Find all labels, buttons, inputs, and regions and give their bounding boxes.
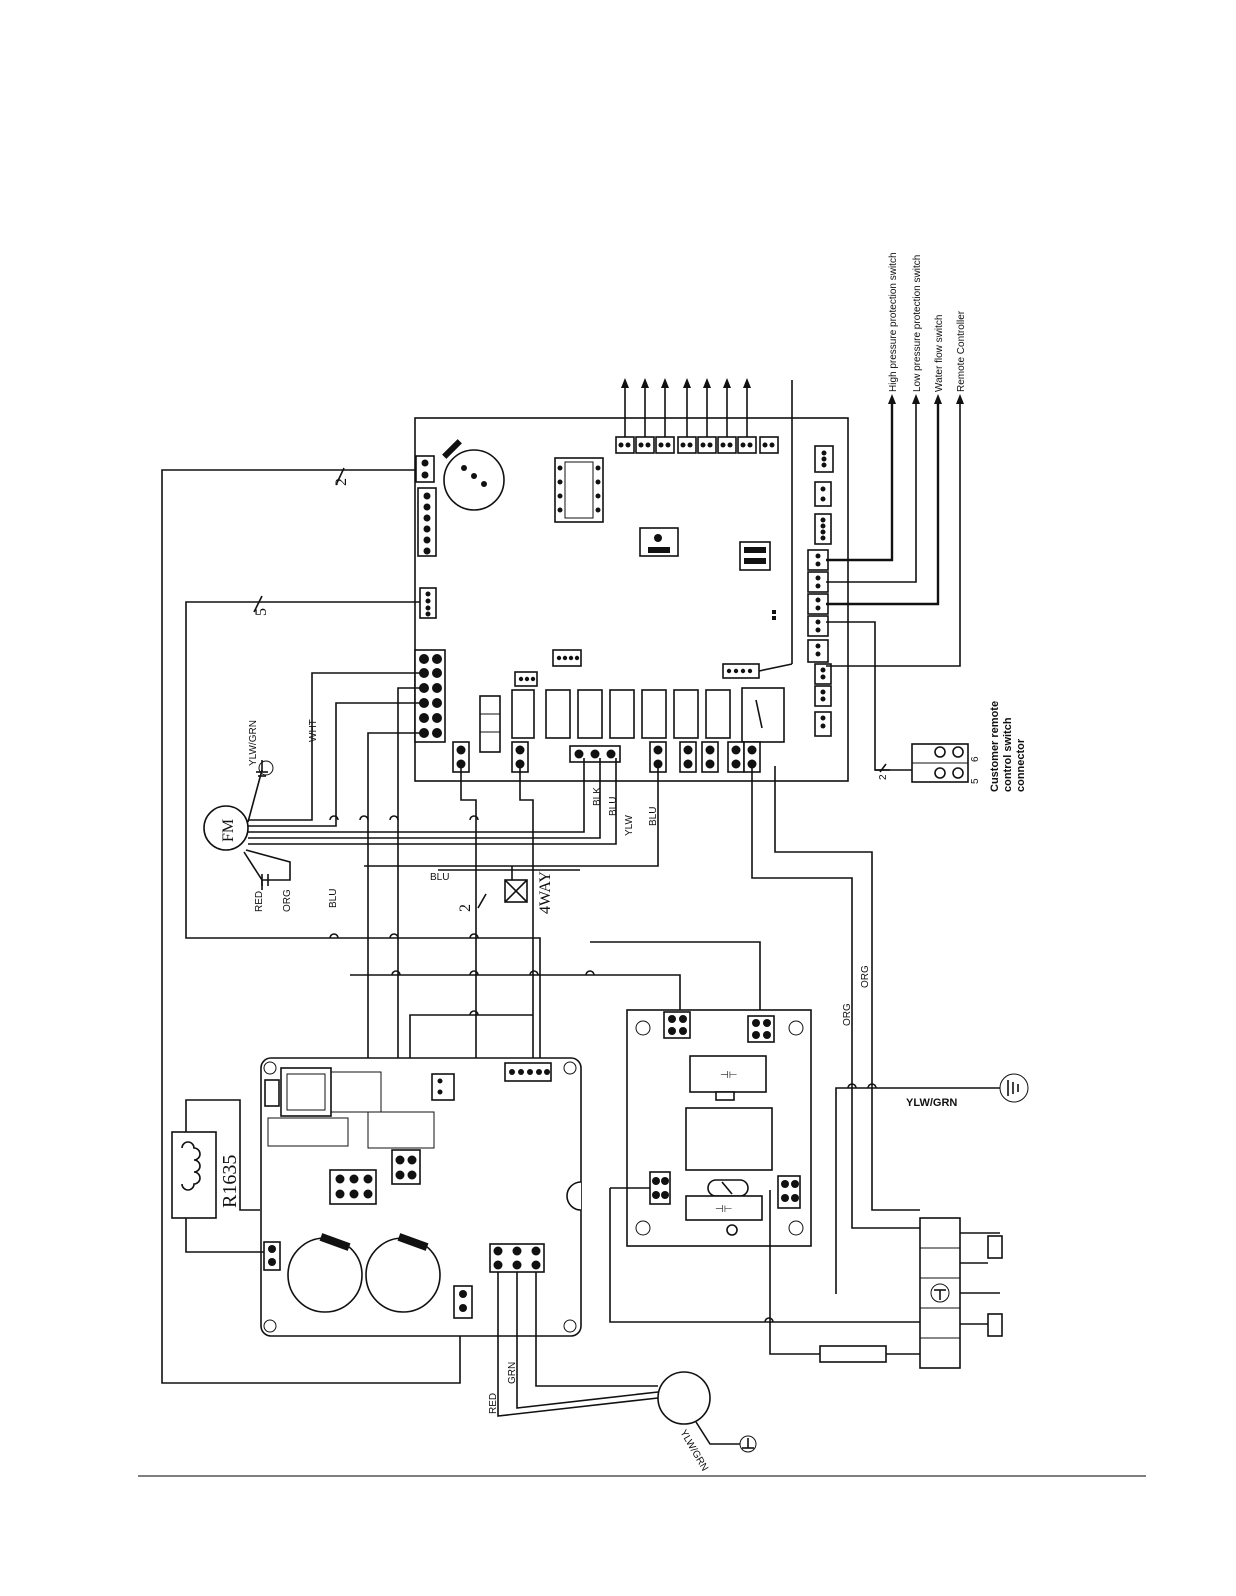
wire-count-top: 2 <box>333 478 350 486</box>
resistor-label: R1635 <box>219 1155 241 1208</box>
main-control-board <box>415 418 848 781</box>
resistor-r1635: R1635 <box>172 1100 264 1252</box>
ylw-label: YLW <box>624 815 635 836</box>
protection-labels: High pressure protection switch Low pres… <box>888 252 967 392</box>
low-pressure-label: Low pressure protection switch <box>912 255 923 392</box>
fan-motor-label: FM <box>220 819 237 842</box>
power-board: ⊣⊢ ⊣⊢ <box>627 1010 811 1246</box>
blu-label-1: BLU <box>608 797 619 816</box>
fm-blu-label: BLU <box>328 889 339 908</box>
fm-red-label: RED <box>254 891 265 912</box>
wire-count-five: 5 <box>253 608 270 616</box>
comp-red-label: RED <box>488 1393 499 1414</box>
remote-controller-label: Remote Controller <box>956 310 967 392</box>
customer-remote-label-3: connector <box>1015 738 1027 792</box>
blu-label-3: BLU <box>430 872 449 883</box>
fm-org-label: ORG <box>282 889 293 912</box>
wire-count-4way: 2 <box>457 904 474 912</box>
customer-remote-label-2: control switch <box>1002 717 1014 792</box>
customer-remote-connector: 2 5 6 Customer remote control switch con… <box>875 701 1027 792</box>
terminal-block <box>920 1218 1002 1368</box>
wht-label: WHT <box>308 719 319 742</box>
org-label-1: ORG <box>860 965 871 988</box>
org-label-2: ORG <box>842 1003 853 1026</box>
term-6-label: 6 <box>970 756 981 762</box>
fm-ylw-grn-label: YLW/GRN <box>248 720 259 766</box>
four-way-label: 4WAY <box>537 871 554 914</box>
svg-text:⊣⊢: ⊣⊢ <box>720 1070 737 1081</box>
inverter-board <box>261 1058 581 1336</box>
four-way-valve: 4WAY 2 <box>457 866 554 914</box>
blk-label: BLK <box>592 787 603 806</box>
high-pressure-label: High pressure protection switch <box>888 252 899 392</box>
svg-text:⊣⊢: ⊣⊢ <box>715 1204 732 1215</box>
water-flow-label: Water flow switch <box>934 315 945 392</box>
customer-remote-label-1: Customer remote <box>989 701 1001 792</box>
customer-wire-count: 2 <box>878 774 889 780</box>
term-5-label: 5 <box>970 778 981 784</box>
ground-ylw-grn-label: YLW/GRN <box>906 1097 957 1109</box>
comp-grn-label: GRN <box>507 1362 518 1384</box>
